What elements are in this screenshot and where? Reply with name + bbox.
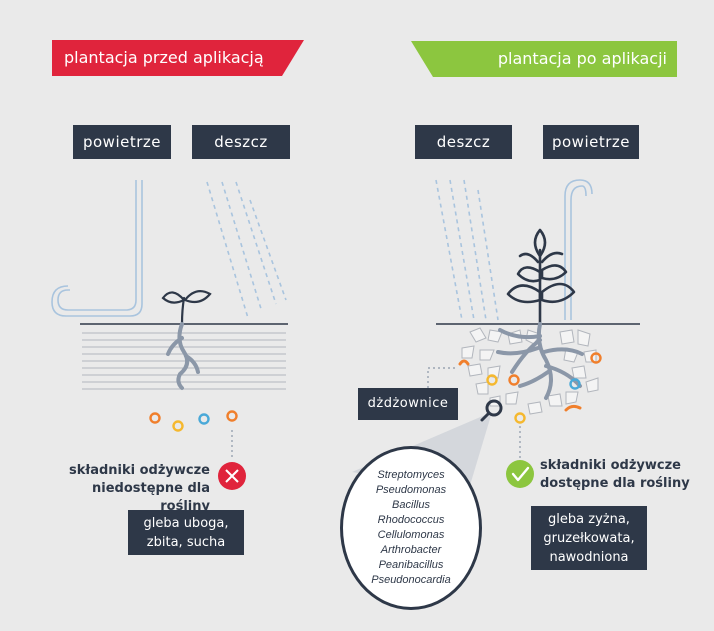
rain-lines-right [435,179,499,321]
compact-soil-layers [82,332,286,390]
bacteria-name: Pseudonocardia [371,574,451,586]
bacteria-magnified-circle: Streptomyces Pseudomonas Bacillus Rhodoc… [340,446,482,610]
banner-before-text: plantacja przed aplikacją [64,48,264,67]
note-right-line-2: dostępne dla rośliny [540,476,690,491]
tag-air-right: powietrze [543,125,639,159]
root-small-left [166,322,200,390]
banner-before: plantacja przed aplikacją [52,40,304,76]
banner-after-text: plantacja po aplikacji [497,49,667,68]
soil-box-rich-line-2: gruzełkowata, [543,530,635,546]
magnifier-icon [480,399,503,422]
soil-box-rich-line-1: gleba zyżna, [548,511,630,527]
earthworm-icons [458,359,582,412]
rain-lines-left [206,181,287,319]
note-right-line-1: składniki odżywcze [540,458,682,473]
note-nutrients-unavailable: składniki odżywcze niedostępne dla rośli… [60,462,210,516]
air-arrow-left [51,180,143,317]
check-circle-icon [506,460,534,488]
bacteria-name: Peanibacillus [378,559,444,571]
soil-box-poor-line-2: zbita, sucha [146,534,226,550]
crumbly-soil [461,327,599,415]
nutrients-right [486,352,602,424]
banner-after-shape [411,41,677,77]
tag-rain-left: deszcz [192,125,290,159]
bacteria-name: Arthrobacter [380,544,442,556]
soil-box-rich-line-3: nawodniona [549,549,629,565]
root-large-right [496,322,584,400]
nutrients-left [149,410,238,432]
air-arrow-right [564,179,593,320]
tag-earthworms: dżdżownice [358,388,458,420]
banner-after: plantacja po aplikacji [411,41,677,77]
note-nutrients-available: składniki odżywcze dostępne dla rośliny [540,457,700,493]
tag-air-left: powietrze [73,125,171,159]
bacteria-name: Streptomyces [377,469,445,481]
soil-box-poor: gleba uboga, zbita, sucha [128,510,244,555]
soil-box-poor-line-1: gleba uboga, [143,515,229,531]
note-left-line-1: składniki odżywcze [68,463,210,478]
banner-before-shape [52,40,304,76]
plant-large-right [506,228,576,326]
bacteria-name: Bacillus [392,499,430,511]
x-circle-icon [218,462,246,490]
bacteria-name: Pseudomonas [375,484,447,496]
plant-small-left [161,289,212,326]
soil-box-rich: gleba zyżna, gruzełkowata, nawodniona [531,506,647,570]
bacteria-name: Rhodococcus [377,514,445,526]
bacteria-name: Cellulomonas [377,529,445,541]
tag-rain-right: deszcz [415,125,512,159]
leader-line-earthworms [427,367,458,388]
